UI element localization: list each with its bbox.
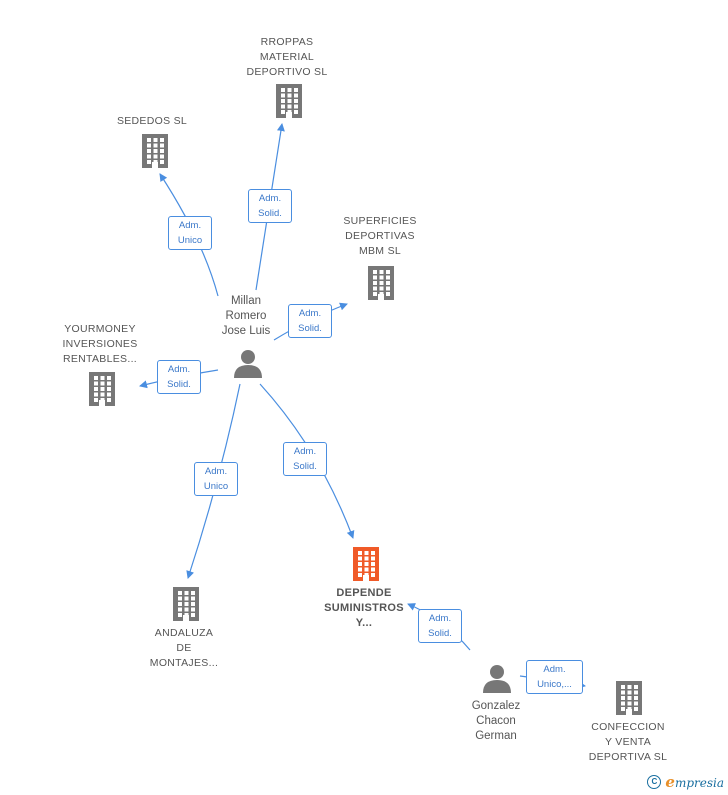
role-text: Adm.	[428, 613, 452, 624]
label-line: DE	[176, 642, 192, 654]
label-line: SUMINISTROS	[324, 602, 404, 614]
role-text: Solid.	[258, 208, 282, 219]
label-line: YOURMONEY	[64, 323, 136, 335]
label-line: DEPORTIVAS	[345, 230, 415, 242]
role-text: Adm.	[178, 220, 202, 231]
role-text: Unico	[177, 235, 203, 246]
role-text: Adm.	[167, 364, 191, 375]
building-icon[interactable]	[142, 134, 168, 168]
brand-logo[interactable]: empresia	[665, 773, 724, 791]
company-label-sededos[interactable]: SEDEDOS SL	[117, 114, 187, 129]
role-badge[interactable]: Adm. Solid.	[283, 442, 327, 476]
company-label-superficies[interactable]: SUPERFICIES DEPORTIVAS MBM SL	[343, 214, 416, 259]
company-label-yourmoney[interactable]: YOURMONEY INVERSIONES RENTABLES...	[62, 322, 137, 367]
role-badge[interactable]: Adm. Unico	[168, 216, 212, 250]
label-line: ANDALUZA	[154, 627, 214, 639]
label-line: DEPENDE	[336, 587, 392, 599]
label-line: MONTAJES...	[149, 657, 219, 669]
company-label-andaluza[interactable]: ANDALUZA DE MONTAJES...	[150, 626, 218, 671]
role-text: Adm.	[298, 308, 322, 319]
label-line: SUPERFICIES	[343, 215, 417, 227]
building-icon[interactable]	[89, 372, 115, 406]
label-line: MATERIAL	[259, 51, 315, 63]
role-badge[interactable]: Adm. Solid.	[418, 609, 462, 643]
label-line: German	[475, 730, 517, 742]
label-line: Gonzalez	[471, 700, 521, 712]
role-text: Solid.	[167, 379, 191, 390]
copyright-icon: C	[647, 775, 662, 789]
building-icon[interactable]	[616, 681, 642, 715]
role-badge[interactable]: Adm. Solid.	[157, 360, 201, 394]
role-text: Solid.	[298, 323, 322, 334]
label-line: Y...	[355, 617, 373, 629]
building-icon[interactable]	[173, 587, 199, 621]
label-line: RROPPAS	[260, 36, 314, 48]
label-line: INVERSIONES	[62, 338, 138, 350]
company-label-rroppas[interactable]: RROPPAS MATERIAL DEPORTIVO SL	[246, 35, 327, 80]
role-badge[interactable]: Adm. Solid.	[248, 189, 292, 223]
label-line: DEPORTIVA SL	[588, 751, 668, 763]
company-label-confeccion[interactable]: CONFECCION Y VENTA DEPORTIVA SL	[589, 720, 668, 765]
label-line: CONFECCION	[591, 721, 665, 733]
role-text: Adm.	[258, 193, 282, 204]
person-icon[interactable]	[483, 665, 511, 693]
role-text: Solid.	[293, 461, 317, 472]
label-line: MBM SL	[358, 245, 402, 257]
label-line: SEDEDOS SL	[116, 115, 188, 127]
label-line: Romero	[225, 310, 267, 322]
label-line: Millan	[230, 295, 262, 307]
label-line: Chacon	[476, 715, 516, 727]
label-line: Y VENTA	[604, 736, 652, 748]
role-text: Unico	[203, 481, 229, 492]
role-text: Adm.	[543, 664, 566, 675]
person-icon[interactable]	[234, 350, 262, 378]
building-icon[interactable]	[353, 547, 379, 581]
building-icon[interactable]	[276, 84, 302, 118]
role-text: Adm.	[293, 446, 317, 457]
footer-brand: C empresia	[647, 773, 724, 791]
company-label-depende[interactable]: DEPENDE SUMINISTROS Y...	[324, 586, 404, 631]
building-icon[interactable]	[368, 266, 394, 300]
label-line: RENTABLES...	[62, 353, 138, 365]
label-line: Jose Luis	[221, 325, 271, 337]
role-text: Adm.	[204, 466, 228, 477]
label-line: DEPORTIVO SL	[246, 66, 328, 78]
role-text: Solid.	[428, 628, 452, 639]
role-text: Unico,...	[537, 679, 572, 690]
role-badge[interactable]: Adm. Solid.	[288, 304, 332, 338]
role-badge[interactable]: Adm. Unico	[194, 462, 238, 496]
role-badge[interactable]: Adm. Unico,...	[526, 660, 583, 694]
